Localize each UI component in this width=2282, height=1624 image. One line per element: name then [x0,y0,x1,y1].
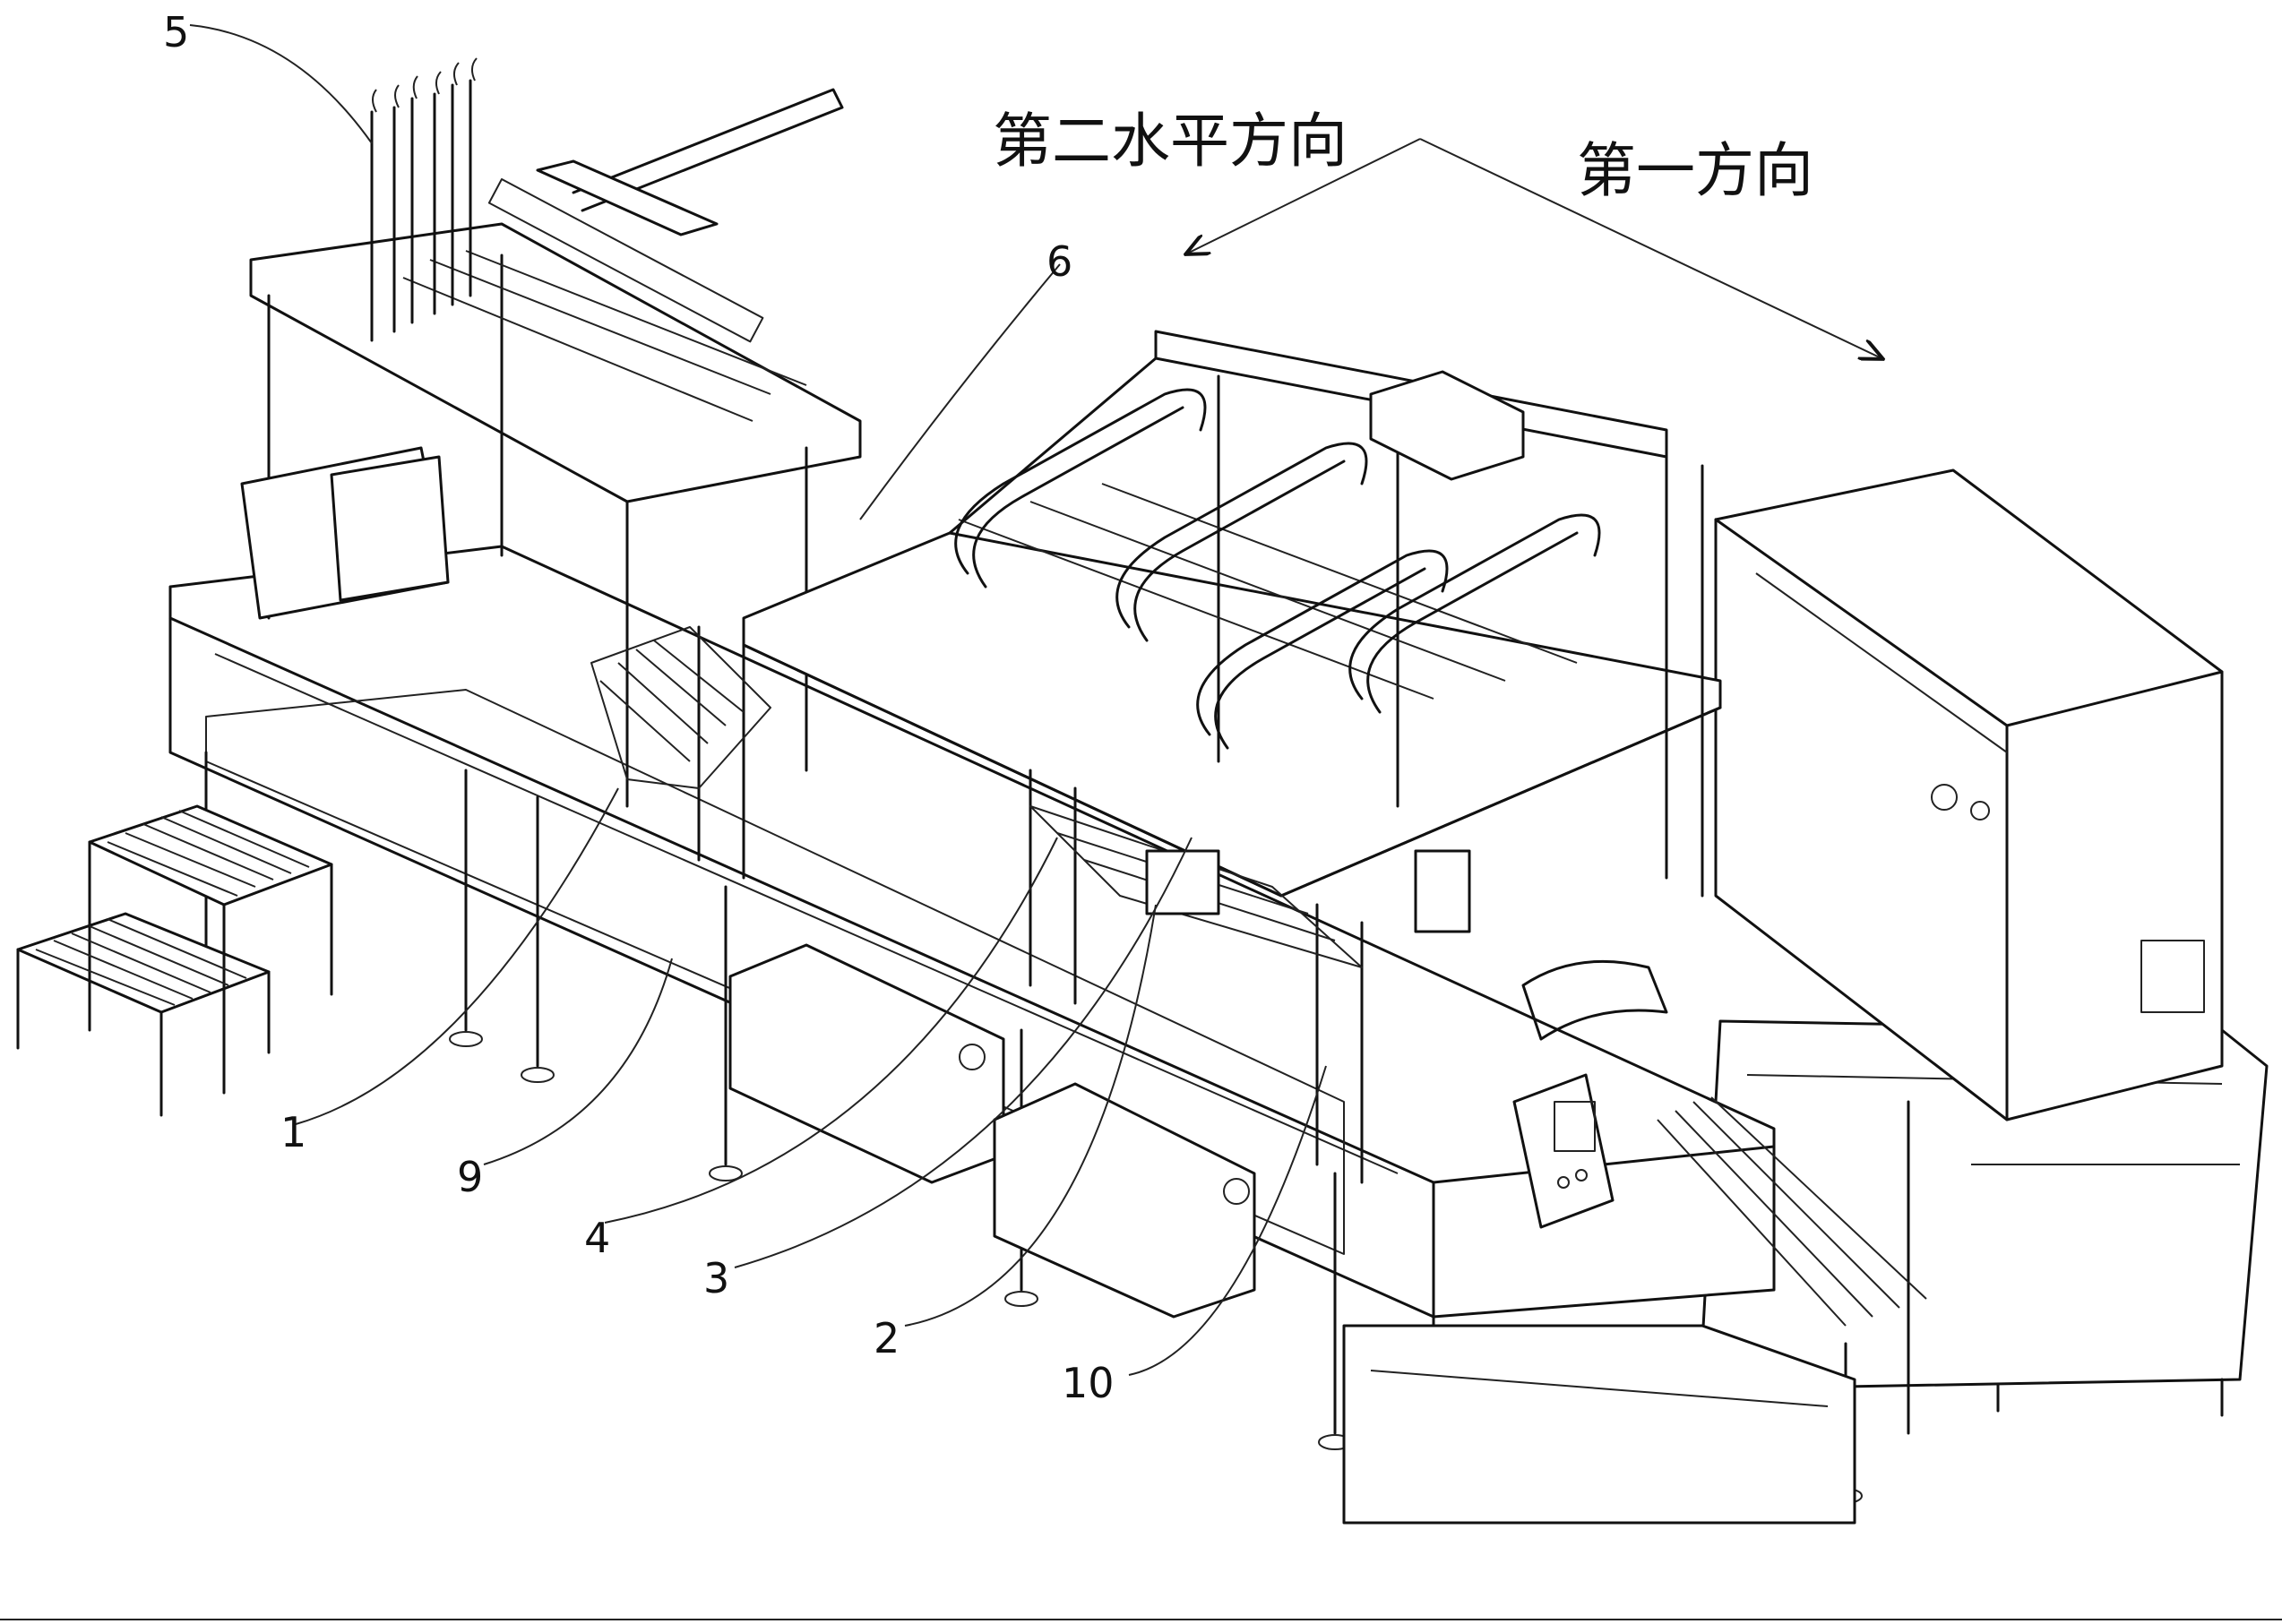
numeral-9: 9 [457,1153,483,1201]
conveyor-assembly [590,626,1471,968]
numeral-3: 3 [703,1254,729,1302]
step-stool [16,804,333,1117]
direction-arrows [1187,138,1882,358]
first-direction-label: 第一方向 [1577,136,1813,205]
right-enclosure-cabinet [1714,468,2224,1121]
numeral-6: 6 [1046,237,1072,286]
numeral-5: 5 [163,8,189,56]
cable-loops [954,388,1601,750]
left-gantry [240,88,862,808]
control-panel [1512,959,1927,1327]
numeral-10: 10 [1062,1359,1115,1407]
numeral-2: 2 [874,1314,900,1362]
second-horizontal-direction-label: 第二水平方向 [993,107,1348,176]
numeral-1: 1 [280,1108,306,1156]
lower-cabinets [728,943,1856,1525]
rear-top-box [536,159,1525,481]
numeral-4: 4 [584,1214,610,1262]
leader-lines [189,24,1327,1376]
magazine-rods [370,57,478,342]
